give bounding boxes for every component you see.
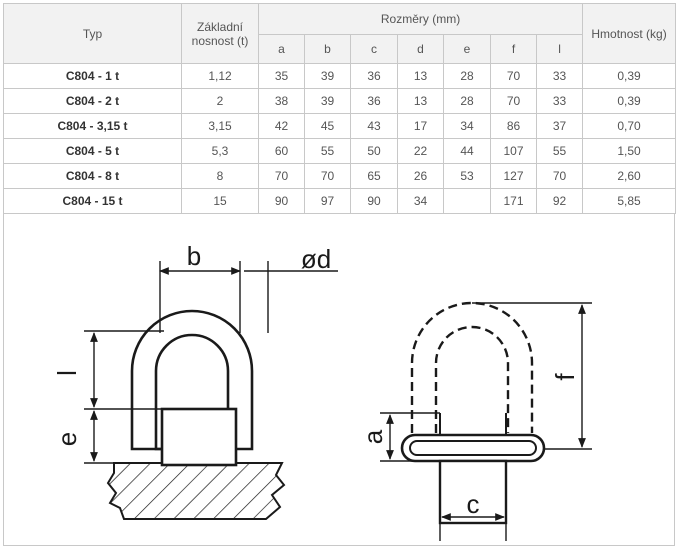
cell-b: 55	[304, 138, 351, 164]
label-c: c	[467, 489, 480, 519]
header-dim-e: e	[443, 34, 491, 64]
header-dim-c: c	[350, 34, 398, 64]
cell-load: 5,3	[181, 138, 259, 164]
cell-b: 97	[304, 188, 351, 214]
cell-d: 17	[397, 113, 444, 139]
cell-load: 3,15	[181, 113, 259, 139]
table-row: C804 - 8 t 8 70 70 65 26 53 127 70 2,60	[3, 163, 677, 189]
cell-model: C804 - 8 t	[3, 163, 182, 189]
cell-model: C804 - 1 t	[3, 63, 182, 89]
label-d: ød	[301, 244, 331, 274]
header-dim-d: d	[397, 34, 444, 64]
cell-f: 127	[490, 163, 537, 189]
table-row: C804 - 15 t 15 90 97 90 34 171 92 5,85	[3, 188, 677, 214]
cell-c: 65	[350, 163, 398, 189]
cell-a: 60	[258, 138, 305, 164]
cell-f: 86	[490, 113, 537, 139]
cell-model: C804 - 5 t	[3, 138, 182, 164]
label-a: a	[358, 429, 388, 444]
left-view	[84, 261, 338, 520]
cell-f: 107	[490, 138, 537, 164]
technical-drawing: b ød l e f a c	[52, 241, 592, 541]
header-dim-l: l	[535, 34, 584, 64]
cell-model: C804 - 15 t	[3, 188, 182, 214]
cell-c: 43	[350, 113, 398, 139]
right-view-labels: f a c	[358, 373, 580, 519]
cell-a: 42	[258, 113, 305, 139]
cell-a: 70	[258, 163, 305, 189]
cell-e: 28	[443, 88, 491, 114]
cell-weight: 0,39	[582, 63, 677, 89]
cell-weight: 5,85	[582, 188, 677, 214]
eye-block	[160, 407, 238, 467]
cell-weight: 0,39	[582, 88, 677, 114]
right-view	[380, 301, 592, 541]
cell-b: 39	[304, 88, 351, 114]
cell-e: 28	[443, 63, 491, 89]
table-row: C804 - 5 t 5,3 60 55 50 22 44 107 55 1,5…	[3, 138, 677, 164]
cell-d: 34	[397, 188, 444, 214]
label-b: b	[187, 241, 201, 271]
table-row: C804 - 2 t 2 38 39 36 13 28 70 33 0,39	[3, 88, 677, 114]
base-plate	[106, 462, 286, 520]
label-l: l	[52, 370, 82, 376]
cell-e	[443, 188, 491, 214]
cell-b: 70	[304, 163, 351, 189]
cell-e: 53	[443, 163, 491, 189]
cell-l: 37	[535, 113, 584, 139]
header-typ: Typ	[3, 3, 182, 64]
cell-a: 35	[258, 63, 305, 89]
cell-c: 90	[350, 188, 398, 214]
label-e: e	[52, 432, 82, 446]
cell-load: 1,12	[181, 63, 259, 89]
left-view-labels: b ød l e	[52, 241, 331, 446]
cell-c: 36	[350, 63, 398, 89]
cell-l: 33	[535, 88, 584, 114]
cell-d: 22	[397, 138, 444, 164]
cell-d: 26	[397, 163, 444, 189]
table-row: C804 - 3,15 t 3,15 42 45 43 17 34 86 37 …	[3, 113, 677, 139]
cell-weight: 1,50	[582, 138, 677, 164]
cell-f: 70	[490, 63, 537, 89]
cell-e: 34	[443, 113, 491, 139]
cell-a: 90	[258, 188, 305, 214]
header-dim-f: f	[490, 34, 537, 64]
cell-l: 70	[535, 163, 584, 189]
table-row: C804 - 1 t 1,12 35 39 36 13 28 70 33 0,3…	[3, 63, 677, 89]
cell-f: 171	[490, 188, 537, 214]
cell-b: 39	[304, 63, 351, 89]
header-nosnost: Základní nosnost (t)	[181, 3, 259, 64]
ring-inner-dashed	[434, 325, 510, 433]
cell-l: 55	[535, 138, 584, 164]
cell-weight: 2,60	[582, 163, 677, 189]
header-dim-b: b	[304, 34, 351, 64]
ring-outer	[130, 309, 254, 451]
cell-l: 92	[535, 188, 584, 214]
cell-model: C804 - 2 t	[3, 88, 182, 114]
collar-inner	[409, 440, 537, 456]
label-f: f	[550, 373, 580, 381]
header-dim-a: a	[258, 34, 305, 64]
ring-inner	[154, 333, 230, 451]
collar-outer	[400, 433, 546, 463]
header-rozmery: Rozměry (mm)	[257, 3, 584, 35]
cell-b: 45	[304, 113, 351, 139]
cell-a: 38	[258, 88, 305, 114]
cell-load: 8	[181, 163, 259, 189]
cell-model: C804 - 3,15 t	[3, 113, 182, 139]
cell-d: 13	[397, 88, 444, 114]
cell-c: 36	[350, 88, 398, 114]
cell-l: 33	[535, 63, 584, 89]
cell-d: 13	[397, 63, 444, 89]
cell-e: 44	[443, 138, 491, 164]
cell-load: 15	[181, 188, 259, 214]
cell-f: 70	[490, 88, 537, 114]
cell-load: 2	[181, 88, 259, 114]
shank	[438, 459, 508, 525]
spec-table: Typ Základní nosnost (t) Rozměry (mm) Hm…	[3, 3, 677, 214]
cell-c: 50	[350, 138, 398, 164]
header-hmotnost: Hmotnost (kg)	[582, 3, 677, 64]
cell-weight: 0,70	[582, 113, 677, 139]
